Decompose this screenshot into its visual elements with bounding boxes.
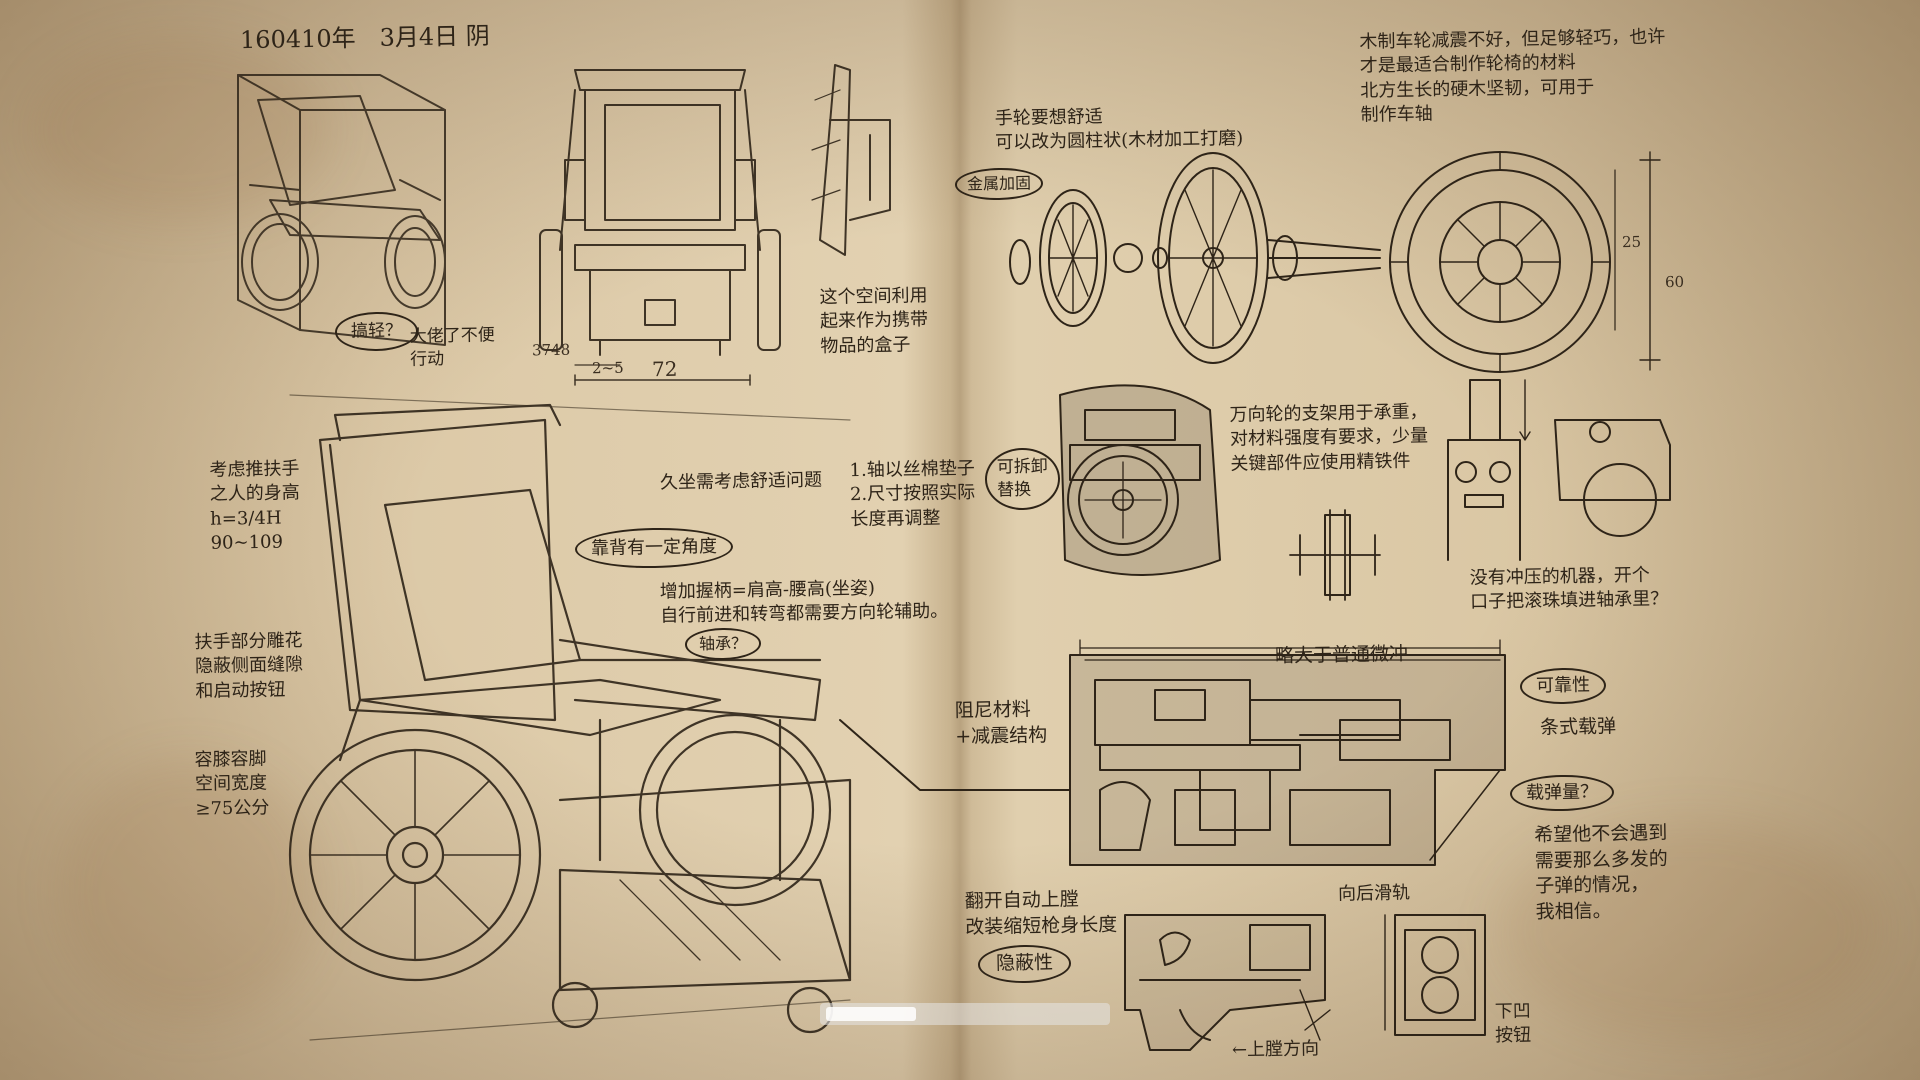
note-caster-bracket: 万向轮的支架用于承重， 对材料强度有要求，少量 关键部件应使用精铁件 <box>1229 401 1429 475</box>
large-wheelchair-sketch <box>288 394 852 1041</box>
gun-section-sketch <box>1069 639 1506 866</box>
side-view-sketch <box>811 64 891 256</box>
trigger-mechanism-sketch <box>1124 914 1486 1051</box>
note-press-button: 下凹 按钮 <box>1494 1000 1532 1047</box>
note-hope: 希望他不会遇到 需要那么多发的 子弹的情况， 我相信。 <box>1534 821 1668 924</box>
note-heavy: 大佬了不便 行动 <box>409 325 495 370</box>
note-rear-rail: 向后滑轨 <box>1337 882 1411 905</box>
note-handwheel: 手轮要想舒适 可以改为圆柱状(木材加工打磨) <box>994 106 1244 154</box>
paper-stain <box>30 40 330 220</box>
note-cushion: 1.轴以丝棉垫子 2.尺寸按照实际 长度再调整 <box>849 457 976 530</box>
callout-line <box>839 719 1071 791</box>
date-header: 160410年 3月4日 阴 <box>239 21 491 55</box>
dim-small: 2~5 <box>591 358 624 378</box>
note-magazine: 条式载弹 <box>1539 715 1617 739</box>
note-longer: 略大于普通微冲 <box>1274 642 1409 668</box>
note-armrest: 扶手部分雕花 隐蔽侧面缝隙 和启动按钮 <box>194 630 304 702</box>
scrollbar-thumb[interactable] <box>826 1007 916 1021</box>
paper-stain <box>60 760 320 1020</box>
note-flip-load: 翻开自动上膛 改装缩短枪身长度 <box>964 888 1118 938</box>
note-handle: 增加握柄=肩高-腰高(坐姿) 自行前进和转弯都需要方向轮辅助。 <box>659 577 949 627</box>
note-damping: 阻尼材料 +减震结构 <box>954 698 1048 748</box>
note-knee-space: 容膝容脚 空间宽度 ≥75公分 <box>194 748 270 820</box>
note-bearing-balls: 没有冲压的机器，开个 口子把滚珠填进轴承里？ <box>1469 564 1669 614</box>
note-pusher-height: 考虑推扶手 之人的身高 h=3/4H 90~109 <box>209 458 300 554</box>
front-view-sketch <box>539 69 781 386</box>
image-scrollbar[interactable] <box>820 1003 1110 1025</box>
note-load-direction: ←上膛方向 <box>1231 1038 1320 1061</box>
dim-60: 60 <box>1664 272 1685 292</box>
dim-left: 3748 <box>531 340 571 360</box>
paper-stain <box>1500 820 1880 1040</box>
note-comfort: 久坐需考虑舒适问题 <box>659 469 823 494</box>
caster-sketch <box>1059 379 1671 601</box>
dim-25: 25 <box>1621 232 1642 252</box>
note-storage-box: 这个空间利用 起来作为携带 物品的盒子 <box>819 285 929 357</box>
small-wheelchair-sketch <box>237 74 446 346</box>
wheel-assembly-sketch <box>1009 151 1661 373</box>
dim-width: 72 <box>651 356 678 382</box>
note-wood-wheel: 木制车轮减震不好，但足够轻巧，也许 才是最适合制作轮椅的材料 北方生长的硬木坚韧… <box>1359 26 1666 126</box>
